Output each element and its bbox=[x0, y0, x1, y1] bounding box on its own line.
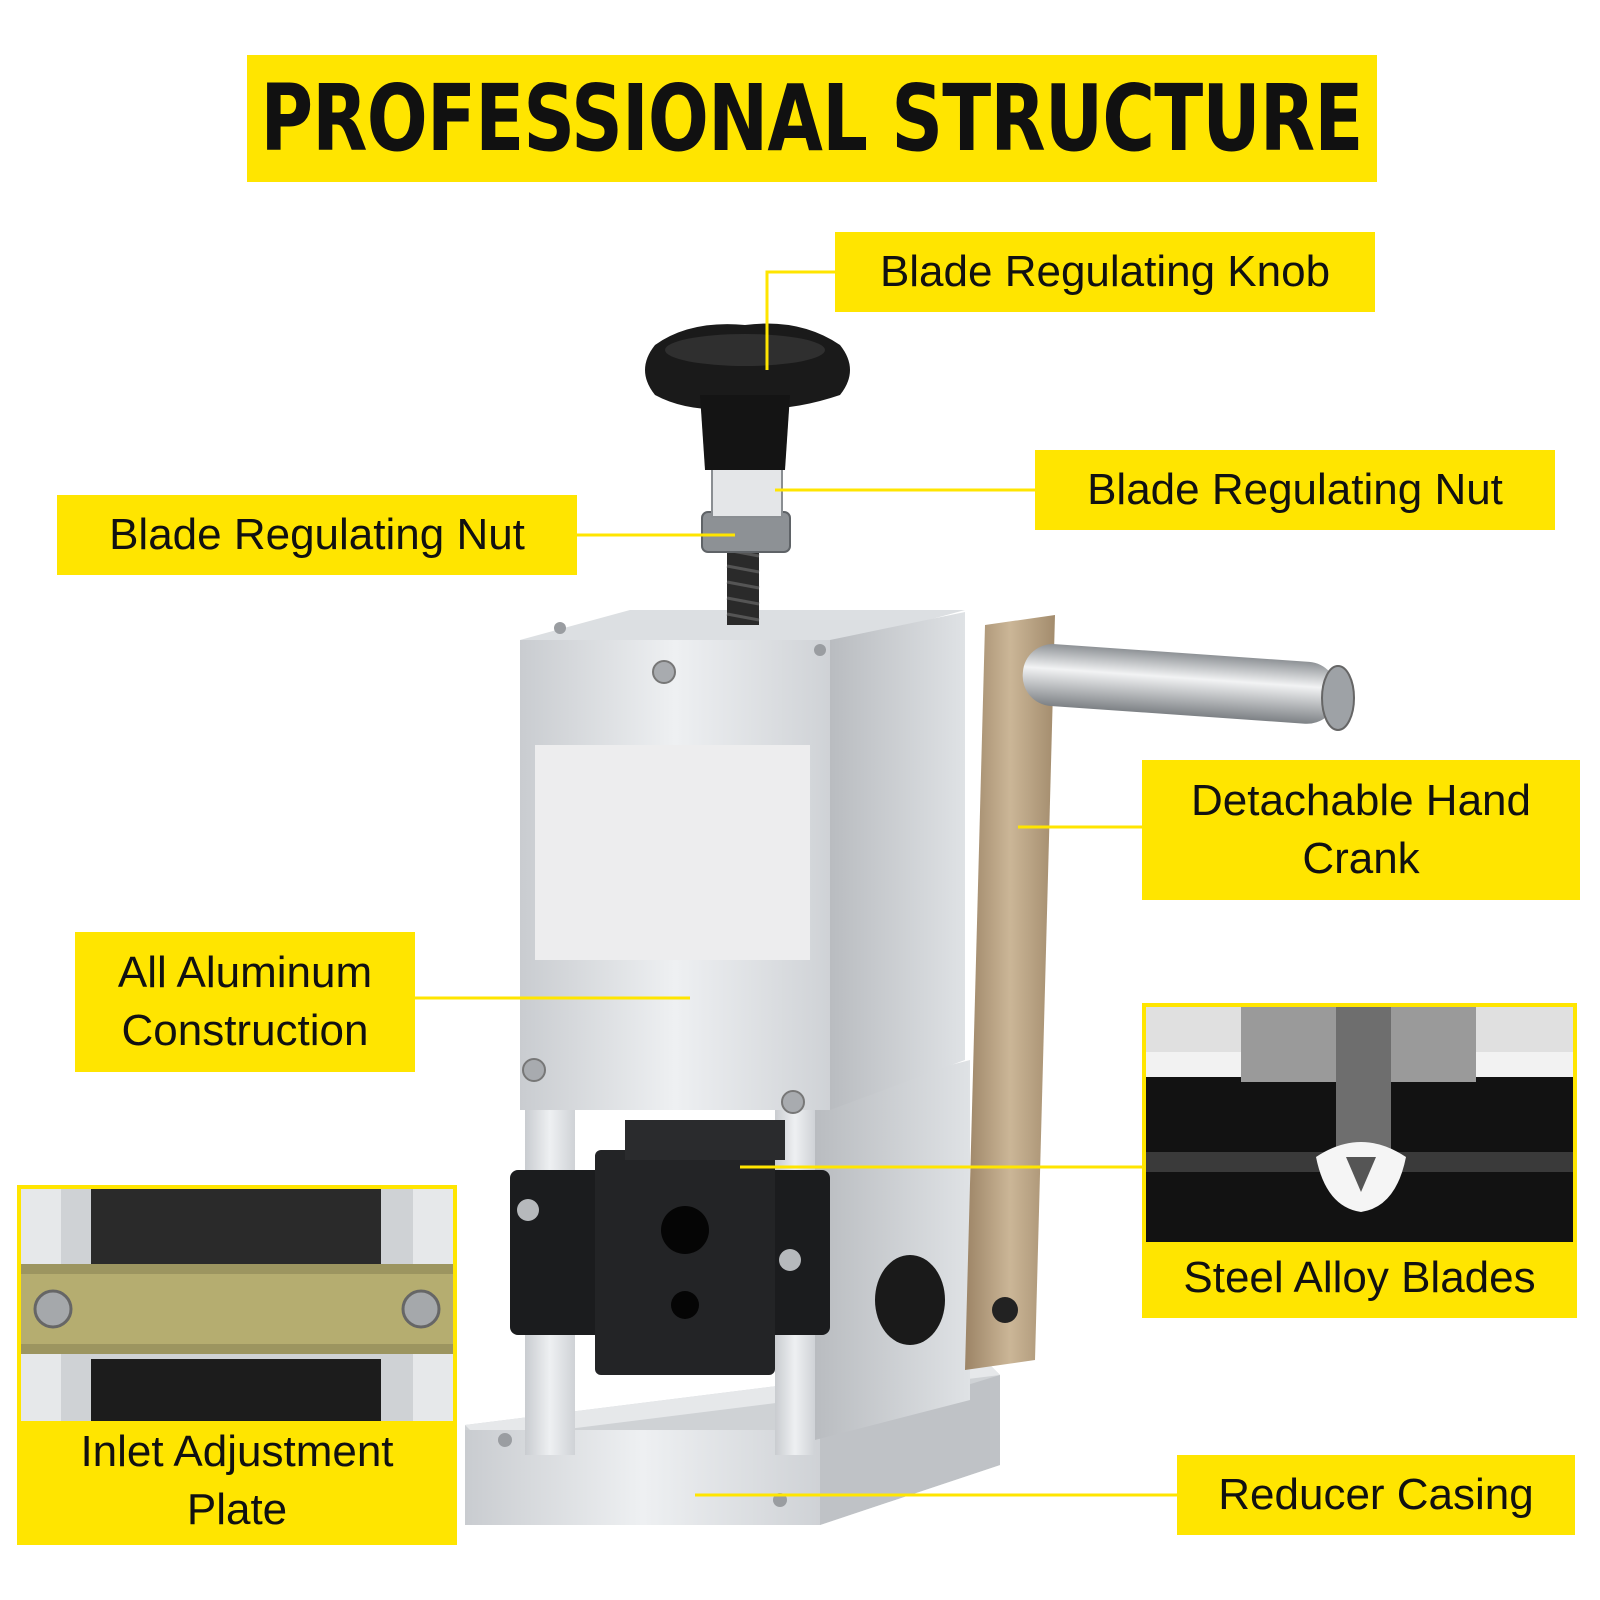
label-nut-left-text: Blade Regulating Nut bbox=[109, 510, 525, 559]
label-nut-right-text: Blade Regulating Nut bbox=[1087, 465, 1503, 514]
label-inlet-adjustment-plate: Inlet Adjustment Plate bbox=[21, 1421, 453, 1541]
label-blade-regulating-nut-right: Blade Regulating Nut bbox=[1035, 450, 1555, 530]
label-knob-text: Blade Regulating Knob bbox=[879, 247, 1331, 296]
page-title: PROFESSIONAL STRUCTURE bbox=[260, 65, 1364, 172]
label-steel-alloy-blades: Steel Alloy Blades bbox=[1183, 1253, 1536, 1302]
blades-closeup bbox=[1146, 1007, 1573, 1242]
label-crank-line2: Crank bbox=[1302, 834, 1420, 883]
label-inlet-line2: Plate bbox=[186, 1485, 288, 1534]
label-crank-line1: Detachable Hand bbox=[1190, 776, 1531, 825]
inlet-plate-closeup bbox=[21, 1189, 453, 1421]
aluminum-housing bbox=[520, 610, 965, 1114]
label-aluminum-line1: All Aluminum bbox=[117, 948, 373, 997]
title-banner: PROFESSIONAL STRUCTURE bbox=[247, 55, 1377, 182]
label-all-aluminum-construction: All Aluminum Construction bbox=[75, 932, 415, 1072]
inlet-plate-inset: Inlet Adjustment Plate bbox=[17, 1185, 457, 1545]
leader-lines bbox=[415, 270, 1177, 1497]
label-detachable-hand-crank: Detachable Hand Crank bbox=[1142, 760, 1580, 900]
steel-blades-inset: Steel Alloy Blades bbox=[1142, 1003, 1577, 1318]
label-inlet-line1: Inlet Adjustment bbox=[80, 1427, 394, 1476]
label-reducer-casing: Reducer Casing bbox=[1177, 1455, 1575, 1535]
label-reducer-text: Reducer Casing bbox=[1218, 1470, 1534, 1519]
blade-regulating-assembly bbox=[645, 323, 850, 625]
inlet-block bbox=[510, 1120, 945, 1375]
label-aluminum-line2: Construction bbox=[121, 1006, 369, 1055]
hand-crank bbox=[965, 615, 1355, 1370]
label-blade-regulating-nut-left: Blade Regulating Nut bbox=[57, 495, 577, 575]
leader-knob bbox=[765, 270, 835, 370]
label-blade-regulating-knob: Blade Regulating Knob bbox=[835, 232, 1375, 312]
